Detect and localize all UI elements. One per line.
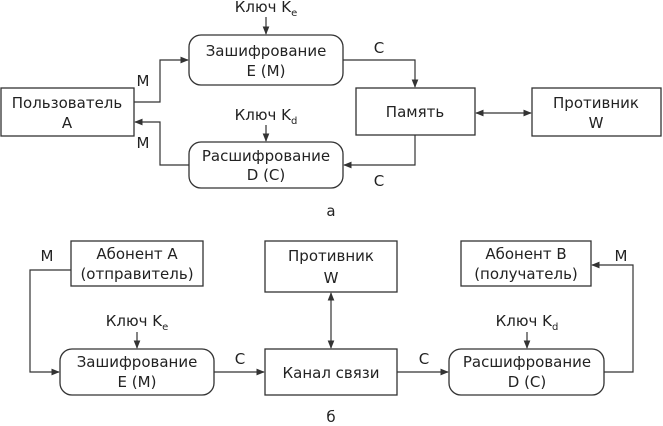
caption-b: б — [326, 408, 335, 426]
decrypt-label-a: Расшифрование — [202, 147, 330, 165]
receiver-role-b: (получатель) — [474, 265, 578, 283]
encrypt-label-a: Зашифрование — [206, 42, 327, 60]
adversary-box-a — [531, 87, 662, 137]
key-d-label-a: Ключ Kd — [235, 106, 298, 127]
user-label-a: Пользователь — [12, 94, 122, 112]
adversary-id-a: W — [589, 114, 604, 132]
label-m-left-b: M — [41, 247, 54, 265]
label-c-bottom-a: C — [374, 172, 384, 190]
decrypt-formula-a: D (C) — [247, 166, 286, 184]
arrow-sender-to-encrypt — [29, 269, 71, 376]
memory-label-a: Память — [386, 103, 444, 121]
arrow-user-to-encrypt — [134, 56, 189, 103]
label-m-right-b: M — [615, 247, 628, 265]
label-c-top-a: C — [374, 39, 384, 57]
adversary-label-b: Противник — [288, 247, 374, 265]
decrypt-label-b: Расшифрование — [463, 353, 591, 371]
channel-box-b — [264, 348, 398, 396]
user-box-a — [0, 87, 135, 137]
arrow-decrypt-to-user — [134, 118, 189, 166]
adversary-id-b: W — [324, 269, 339, 287]
adversary-box-b — [264, 240, 398, 293]
label-m-bottom-a: M — [137, 134, 150, 152]
arrow-memory-to-decrypt — [343, 135, 416, 169]
receiver-label-b: Абонент B — [485, 245, 566, 263]
label-c-left-b: C — [235, 350, 245, 368]
diagram-b: Абонент A (отправитель) Противник W Абон… — [29, 240, 634, 426]
arrow-decrypt-to-receiver — [591, 261, 634, 373]
sender-box-b — [70, 240, 204, 287]
encrypt-formula-b: E (M) — [118, 373, 157, 391]
encrypt-label-b: Зашифрование — [77, 353, 198, 371]
key-d-label-b: Ключ Kd — [496, 312, 559, 333]
decrypt-formula-b: D (C) — [508, 373, 547, 391]
arrow-encrypt-to-memory — [343, 59, 419, 88]
sender-label-b: Абонент A — [96, 245, 178, 263]
encrypt-formula-a: E (M) — [247, 62, 286, 80]
key-e-label-b: Ключ Ke — [106, 312, 169, 333]
label-m-top-a: M — [137, 72, 150, 90]
label-c-right-b: C — [419, 350, 429, 368]
adversary-label-a: Противник — [553, 94, 639, 112]
user-id-a: A — [62, 114, 73, 132]
diagram-a: Ключ Ke Зашифрование E (M) Ключ Kd Расши… — [0, 0, 662, 220]
sender-role-b: (отправитель) — [80, 265, 193, 283]
channel-label-b: Канал связи — [282, 364, 379, 382]
receiver-box-b — [460, 240, 592, 287]
key-e-label-a: Ключ Ke — [235, 0, 298, 19]
caption-a: а — [326, 202, 335, 220]
